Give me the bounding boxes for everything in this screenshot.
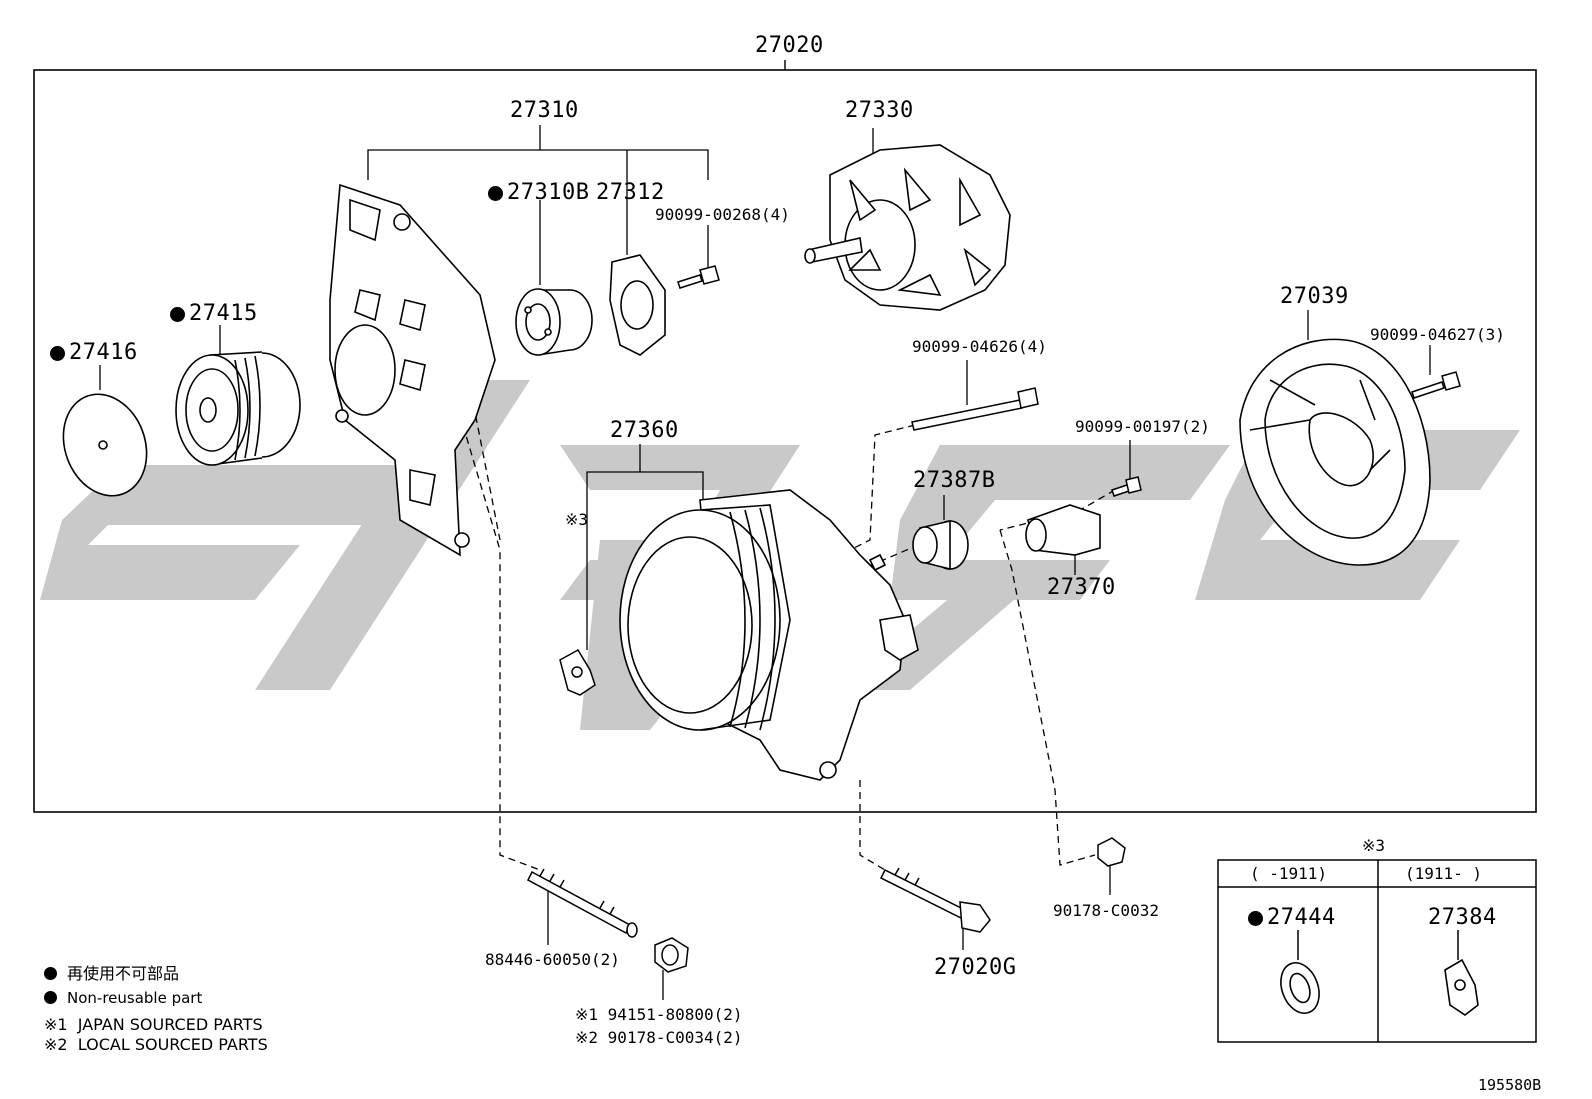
non-reusable-dot-icon bbox=[44, 991, 57, 1004]
nut-94151-80800 bbox=[654, 937, 689, 973]
legend-note-2: ※2 LOCAL SOURCED PARTS bbox=[44, 1035, 268, 1054]
non-reusable-dot-icon bbox=[488, 186, 503, 201]
part-label-27312[interactable]: 27312 bbox=[596, 180, 665, 205]
part-label-27416[interactable]: 27416 bbox=[50, 342, 138, 364]
stator-body-27360 bbox=[619, 489, 919, 781]
note-3-reference: ※3 bbox=[565, 510, 589, 529]
non-reusable-dot-icon bbox=[44, 967, 57, 980]
part-label-27415[interactable]: 27415 bbox=[170, 303, 258, 325]
part-label-90178-C0034[interactable]: ※2 90178-C0034(2) bbox=[575, 1028, 743, 1047]
clip-note3 bbox=[559, 648, 596, 696]
screw-90099-00197 bbox=[1111, 476, 1142, 497]
legend-note-1: ※1 JAPAN SOURCED PARTS bbox=[44, 1015, 263, 1034]
part-label-90099-04626[interactable]: 90099-04626(4) bbox=[912, 337, 1047, 356]
part-label-27310[interactable]: 27310 bbox=[510, 98, 579, 123]
part-label-27039[interactable]: 27039 bbox=[1280, 284, 1349, 309]
screw-90099-00268 bbox=[677, 265, 720, 289]
non-reusable-dot-icon bbox=[1248, 911, 1263, 926]
cover-27416 bbox=[62, 393, 148, 497]
part-label-90099-00197[interactable]: 90099-00197(2) bbox=[1075, 417, 1210, 436]
inset-title: ※3 bbox=[1362, 836, 1386, 855]
rear-cover-27039 bbox=[1239, 338, 1431, 566]
non-reusable-dot-icon bbox=[170, 307, 185, 322]
bearing-27310B bbox=[515, 288, 593, 356]
through-bolt-90099-04626 bbox=[911, 387, 1039, 431]
part-label-27330[interactable]: 27330 bbox=[845, 98, 914, 123]
legend-non-reusable-jp: 再使用不可部品 bbox=[44, 966, 179, 982]
part-label-88446-60050[interactable]: 88446-60050(2) bbox=[485, 950, 620, 969]
inset-col1-header: ( -1911) bbox=[1250, 864, 1328, 883]
bolt-90099-04627 bbox=[1411, 371, 1461, 399]
part-label-90178-C0032[interactable]: 90178-C0032 bbox=[1053, 901, 1159, 920]
part-label-94151-80800[interactable]: ※1 94151-80800(2) bbox=[575, 1005, 743, 1024]
drive-end-frame-27310 bbox=[329, 183, 496, 557]
pulley-27415 bbox=[175, 351, 301, 466]
non-reusable-dot-icon bbox=[50, 346, 65, 361]
retainer-plate-27312 bbox=[609, 254, 666, 356]
part-label-27370[interactable]: 27370 bbox=[1047, 575, 1116, 600]
clip-27384 bbox=[1444, 958, 1479, 1016]
part-label-27020G[interactable]: 27020G bbox=[934, 955, 1017, 980]
stud-88446-60050 bbox=[527, 868, 638, 938]
assembly-part-number[interactable]: 27020 bbox=[755, 33, 824, 58]
part-label-90099-00268[interactable]: 90099-00268(4) bbox=[655, 205, 790, 224]
part-label-27444[interactable]: 27444 bbox=[1248, 907, 1336, 929]
inset-col2-header: (1911- ) bbox=[1405, 864, 1483, 883]
washer-27444 bbox=[1280, 962, 1320, 1014]
bolt-27020G bbox=[879, 867, 991, 933]
inset-table bbox=[1217, 859, 1537, 1043]
part-label-90099-04627[interactable]: 90099-04627(3) bbox=[1370, 325, 1505, 344]
brush-holder-27370 bbox=[1025, 504, 1101, 556]
part-label-27310B[interactable]: 27310B bbox=[488, 182, 589, 204]
legend-non-reusable-en: Non-reusable part bbox=[44, 991, 202, 1006]
part-label-27387B[interactable]: 27387B bbox=[913, 468, 996, 493]
part-label-27360[interactable]: 27360 bbox=[610, 418, 679, 443]
regulator-27387B bbox=[912, 519, 969, 571]
part-label-27384[interactable]: 27384 bbox=[1428, 905, 1497, 930]
drawing-number: 195580B bbox=[1478, 1076, 1542, 1094]
rotor-27330 bbox=[804, 144, 1011, 311]
nut-90178-C0032 bbox=[1097, 837, 1126, 867]
